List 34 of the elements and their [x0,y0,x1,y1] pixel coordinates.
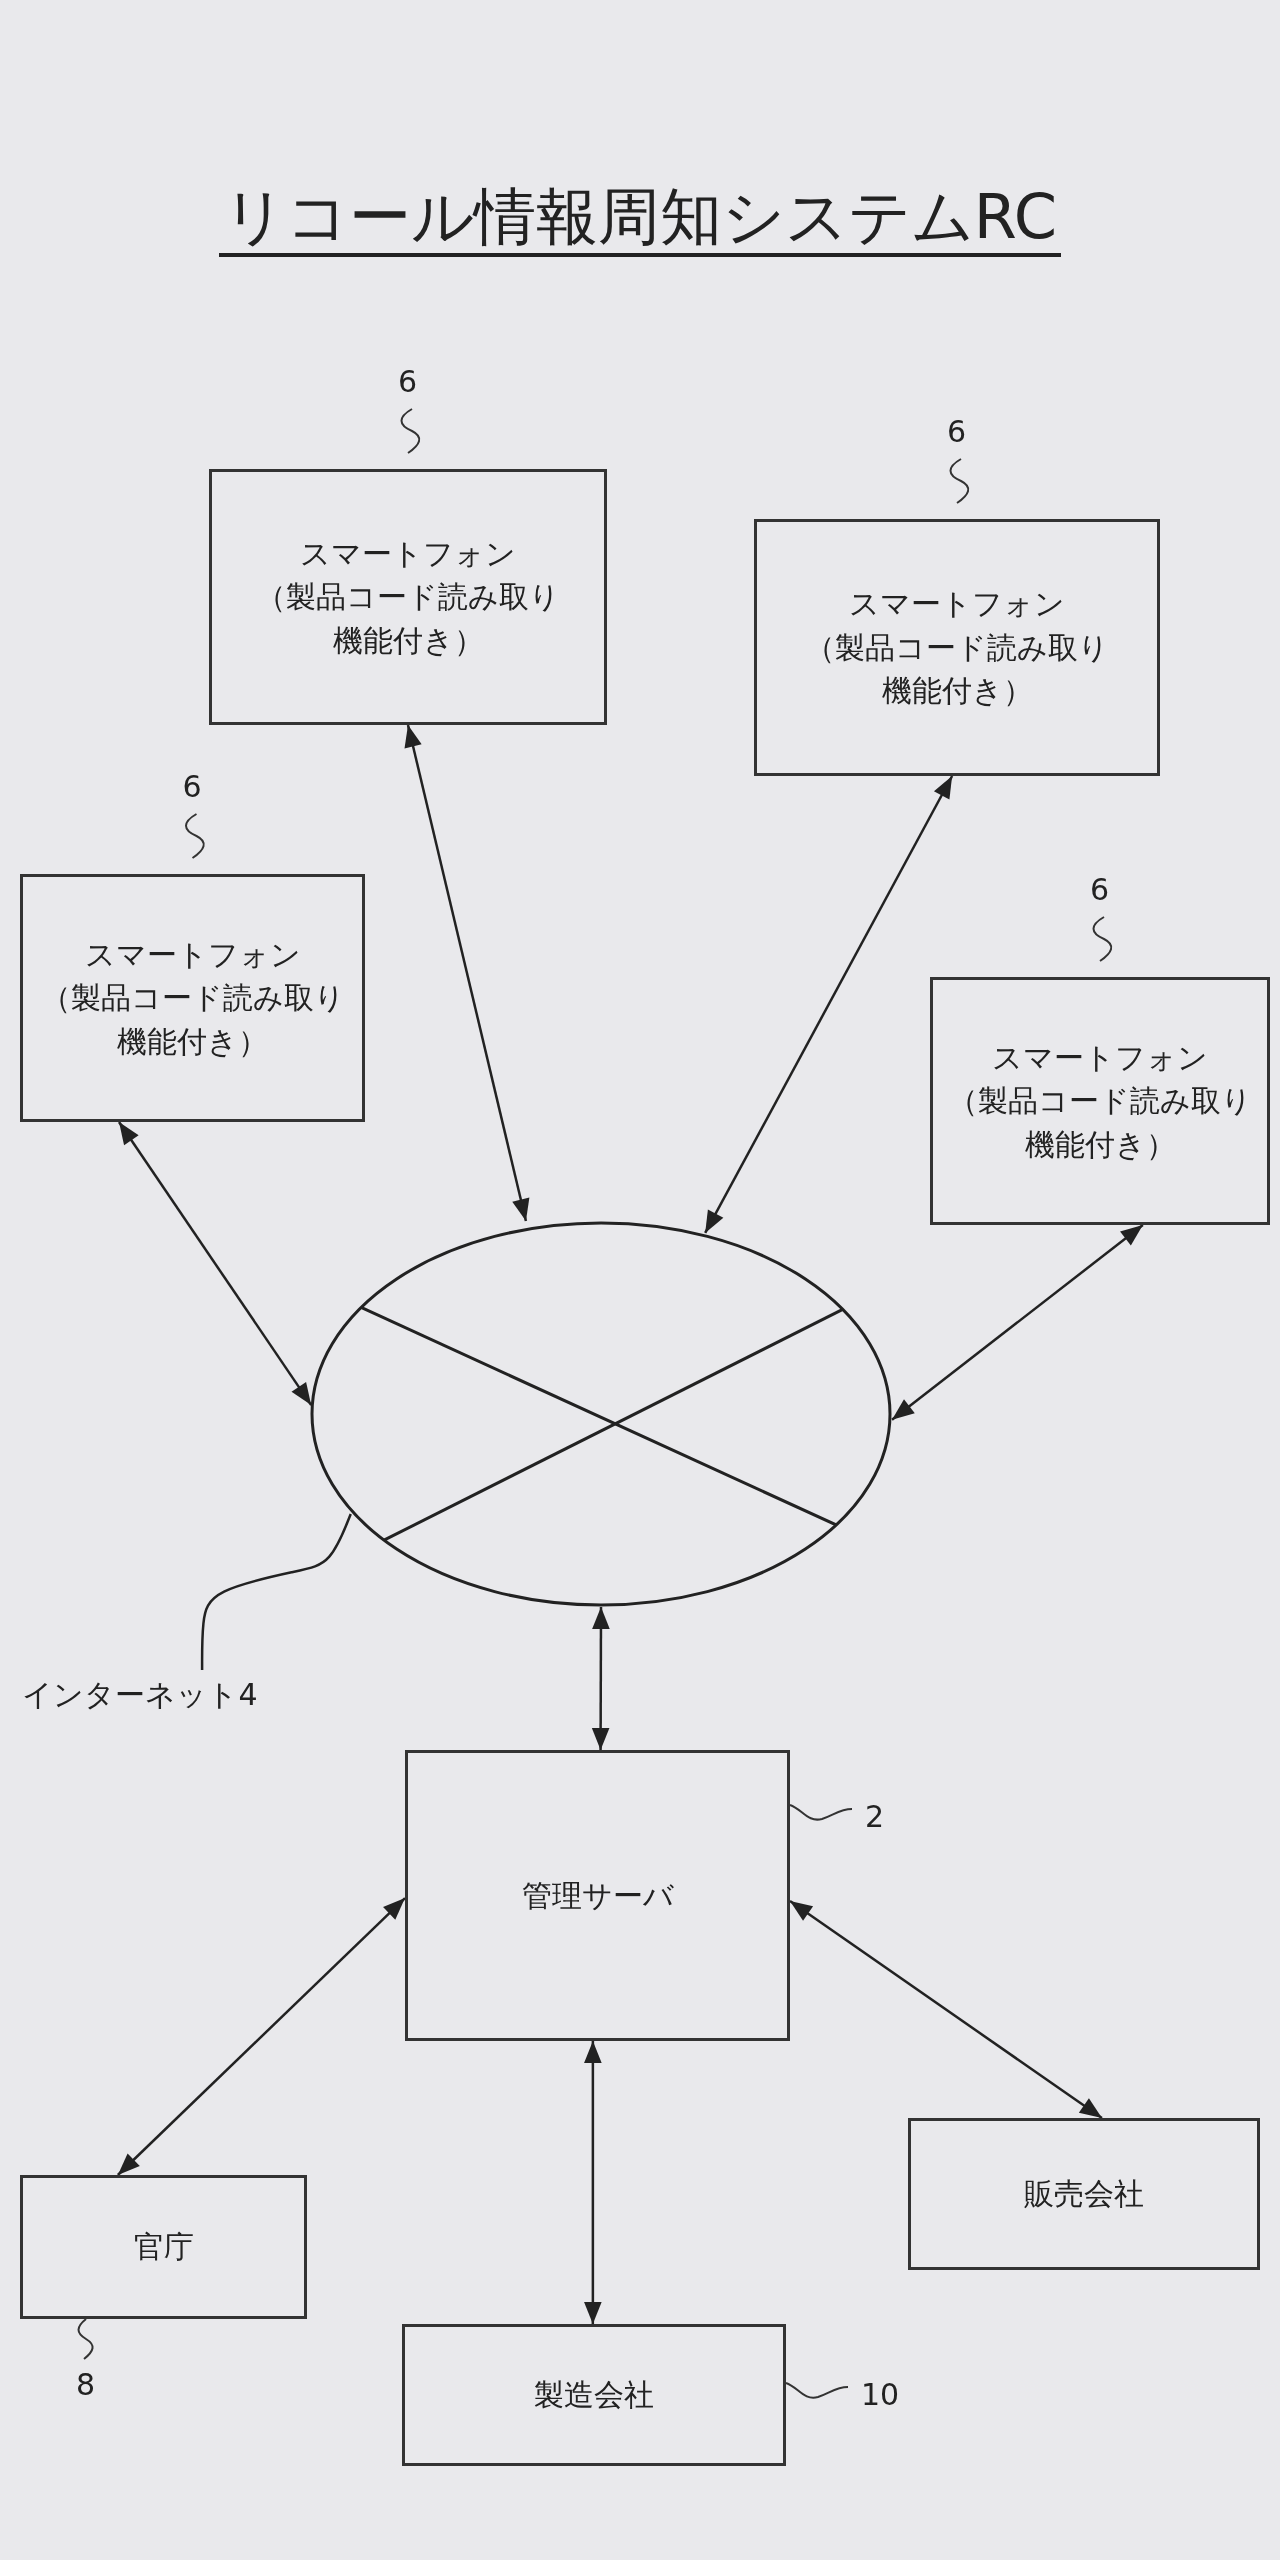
reference-number: 6 [1090,872,1110,907]
arrow [891,1224,1144,1421]
box-label: 製造会社 [534,2376,654,2415]
process-box [405,1750,790,2041]
diagram-title: リコール情報周知システムRC [218,180,1062,257]
process-box [20,2175,307,2319]
process-box [20,874,365,1122]
process-box [754,519,1160,776]
reference-number: 6 [947,414,967,449]
arrow [591,1607,610,1750]
reference-number: 8 [76,2367,96,2402]
process-box [908,2118,1260,2270]
arrow [584,2041,602,2324]
arrow [118,1121,313,1406]
box-label: 官庁 [133,2228,194,2267]
reference-number: 2 [865,1798,885,1834]
process-box [209,469,607,725]
arrow [704,775,954,1234]
reference-number: 6 [398,364,418,399]
reference-number: 6 [182,769,202,804]
reference-number: 10 [861,2377,900,2412]
box-label: スマートフォン（製品コード読み取り機能付き） [255,534,561,660]
network-label: インターネット4 [22,1676,258,1715]
box-label: スマートフォン（製品コード読み取り機能付き） [947,1038,1253,1164]
box-label: スマートフォン（製品コード読み取り機能付き） [39,935,346,1061]
process-box [402,2324,786,2466]
process-box [930,977,1270,1225]
arrow [404,724,530,1222]
arrow [117,1897,406,2176]
arrow [789,1900,1103,2120]
box-label: 管理サーバ [521,1876,674,1915]
box-label: 販売会社 [1024,2175,1144,2214]
box-label: スマートフォン（製品コード読み取り機能付き） [804,585,1110,711]
leader-line [200,1513,352,1670]
